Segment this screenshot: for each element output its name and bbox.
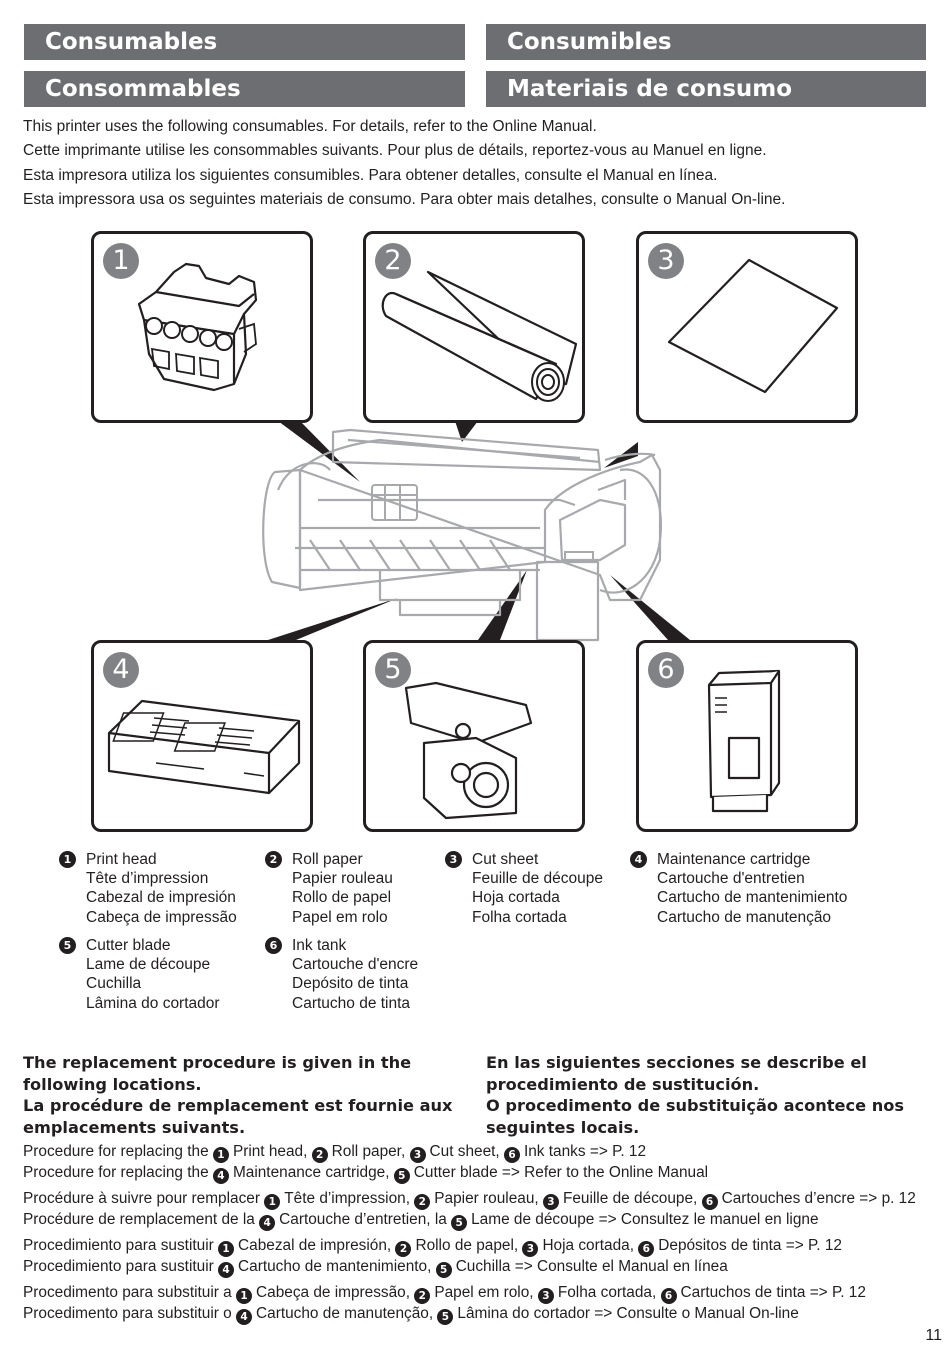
legend-name-en: Maintenance cartridge bbox=[657, 851, 811, 868]
panel-cut-sheet: 3 bbox=[636, 231, 858, 423]
heading-line: procedimiento de sustitución. bbox=[486, 1074, 760, 1094]
intro-en: This printer uses the following consumab… bbox=[23, 118, 597, 135]
header-pt: Materiais de consumo bbox=[486, 71, 926, 107]
legend-name-pt: Lâmina do cortador bbox=[86, 994, 220, 1012]
panel-maintenance-cartridge: 4 bbox=[91, 640, 313, 832]
header-es: Consumibles bbox=[486, 24, 926, 60]
roll-paper-image bbox=[381, 270, 578, 402]
leader-line-2 bbox=[455, 421, 478, 442]
leader-line-6 bbox=[610, 575, 690, 640]
legend-name-fr: Cartouche d'encre bbox=[292, 956, 419, 974]
heading-line: The replacement procedure is given in th… bbox=[23, 1053, 412, 1072]
header-fr: Consommables bbox=[24, 71, 465, 107]
heading-line: emplacements suivants. bbox=[23, 1117, 246, 1137]
heading-line: seguintes locais. bbox=[486, 1117, 640, 1137]
replacement-heading-right: En las siguientes secciones se describe … bbox=[486, 1052, 904, 1138]
legend-name-en: Cut sheet bbox=[472, 851, 539, 868]
legend-name-es: Depósito de tinta bbox=[292, 975, 409, 993]
badge-2: 2 bbox=[375, 243, 411, 279]
badge-5: 5 bbox=[375, 652, 411, 688]
badge-6: 6 bbox=[648, 652, 684, 688]
maintenance-cartridge-image bbox=[107, 699, 301, 795]
leader-line-5 bbox=[478, 570, 527, 640]
leader-line-1 bbox=[278, 421, 360, 482]
panel-cutter-blade: 5 bbox=[363, 640, 585, 832]
badge-4: 4 bbox=[103, 652, 139, 688]
ink-tank-image bbox=[707, 669, 781, 813]
legend-name-pt: Cartucho de tinta bbox=[292, 994, 411, 1012]
legend-name-es: Rollo de papel bbox=[292, 889, 392, 907]
legend-number-2: 2 bbox=[265, 851, 282, 868]
legend-name-pt: Cabeça de impressão bbox=[86, 908, 237, 926]
legend-name-en: Roll paper bbox=[292, 851, 363, 868]
badge-3: 3 bbox=[648, 243, 684, 279]
panel-print-head: 1 bbox=[91, 231, 313, 423]
header-en: Consumables bbox=[24, 24, 465, 60]
cut-sheet-image bbox=[667, 258, 839, 394]
legend-name-en: Print head bbox=[86, 851, 157, 868]
intro-pt: Esta impressora usa os seguintes materia… bbox=[23, 190, 786, 208]
legend-name-es: Cabezal de impresión bbox=[86, 889, 236, 907]
legend-name-fr: Feuille de découpe bbox=[472, 870, 603, 888]
intro-fr: Cette imprimante utilise les consommable… bbox=[23, 142, 767, 160]
heading-line: En las siguientes secciones se describe … bbox=[486, 1053, 867, 1072]
page-number: 11 bbox=[925, 1327, 942, 1344]
panel-roll-paper: 2 bbox=[363, 231, 585, 423]
badge-1: 1 bbox=[103, 243, 139, 279]
legend-name-fr: Cartouche d'entretien bbox=[657, 870, 805, 888]
legend-name-es: Hoja cortada bbox=[472, 889, 560, 907]
legend-number-4: 4 bbox=[630, 851, 647, 868]
legend-name-pt: Cartucho de manutenção bbox=[657, 908, 832, 926]
legend-number-5: 5 bbox=[59, 937, 76, 954]
legend-name-fr: Tête d’impression bbox=[86, 870, 209, 888]
heading-line: La procédure de remplacement est fournie… bbox=[23, 1096, 453, 1115]
cutter-blade-image bbox=[404, 681, 533, 820]
legend-name-pt: Folha cortada bbox=[472, 908, 567, 926]
legend-name-en: Cutter blade bbox=[86, 937, 171, 954]
legend-name-es: Cuchilla bbox=[86, 975, 142, 993]
replacement-heading-left: The replacement procedure is given in th… bbox=[23, 1052, 453, 1138]
legend-name-en: Ink tank bbox=[292, 937, 347, 954]
intro-text: This printer uses the following consumab… bbox=[23, 115, 785, 212]
legend-number-3: 3 bbox=[445, 851, 462, 868]
leader-line-4 bbox=[268, 598, 398, 640]
heading-line: O procedimento de substituição acontece … bbox=[486, 1096, 904, 1115]
legend-name-fr: Papier rouleau bbox=[292, 870, 393, 888]
print-head-image bbox=[137, 262, 258, 392]
legend-name-pt: Papel em rolo bbox=[292, 908, 388, 926]
heading-line: following locations. bbox=[23, 1074, 202, 1094]
panel-ink-tank: 6 bbox=[636, 640, 858, 832]
legend-number-6: 6 bbox=[265, 937, 282, 954]
legend-name-fr: Lame de découpe bbox=[86, 956, 211, 974]
intro-es: Esta impresora utiliza los siguientes co… bbox=[23, 166, 718, 184]
legend-name-es: Cartucho de mantenimiento bbox=[657, 889, 848, 907]
legend-number-1: 1 bbox=[59, 851, 76, 868]
